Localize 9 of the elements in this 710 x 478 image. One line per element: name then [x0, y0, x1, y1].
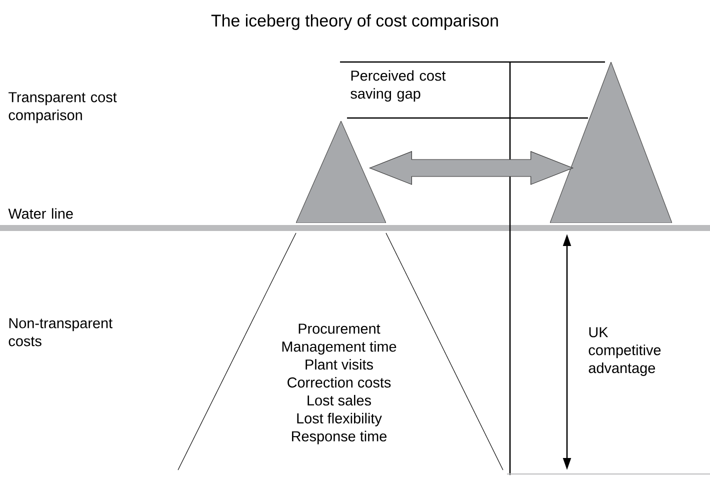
iceberg-base: Procurement Management time Plant visits Correction costs Lost sales Lost flexibility Response time [178, 232, 504, 470]
side-label: Transparent cost comparison [8, 92, 117, 124]
gap-label: Perceived cost saving gap [350, 70, 446, 102]
iceberg-tip [550, 62, 672, 223]
side-label: Non-transparent costs [8, 318, 112, 346]
water-line-label: Water line [8, 208, 73, 219]
dimension-label: UK competitive advantage [588, 327, 661, 376]
iceberg-tip [296, 121, 386, 223]
title: The iceberg theory of cost comparison [211, 14, 498, 30]
